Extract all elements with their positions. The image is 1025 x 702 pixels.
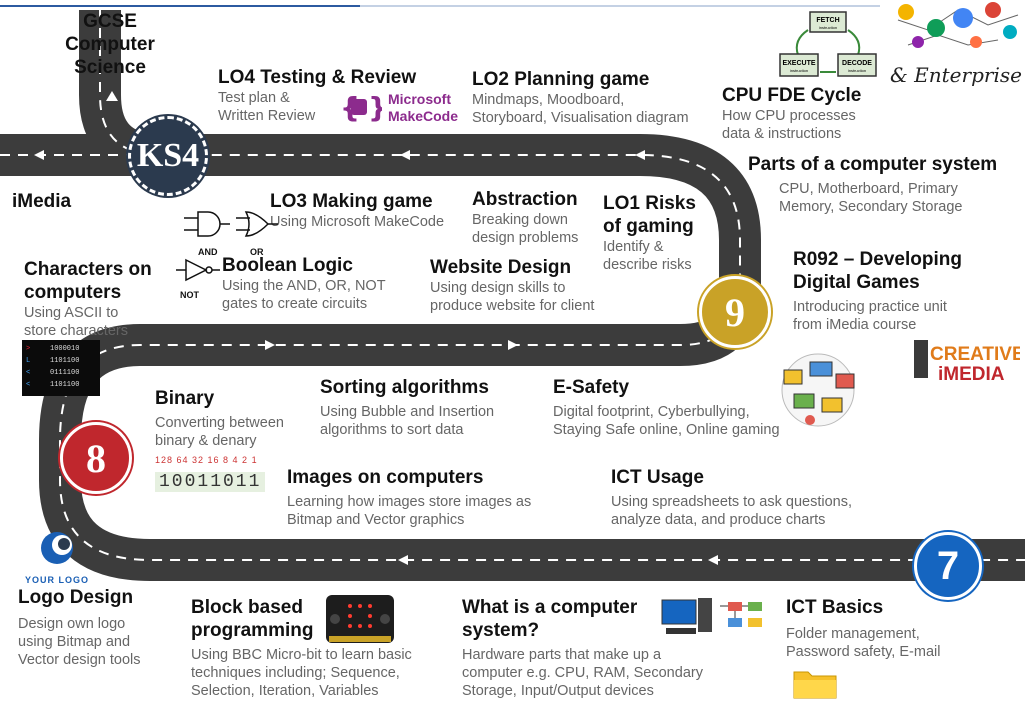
svg-text:FETCH: FETCH	[816, 17, 839, 24]
topic-lo1: LO1 Risks of gaming Identify & describe …	[603, 193, 696, 273]
svg-text:<: <	[26, 369, 30, 377]
svg-text:CREATIVE: CREATIVE	[930, 344, 1020, 365]
makecode-text: Microsoft MakeCode	[388, 91, 459, 124]
svg-text:<: <	[26, 381, 30, 389]
creative-imedia-logo: CREATIVE iMEDIA	[912, 336, 1025, 386]
topic-boolean: Boolean Logic Using the AND, OR, NOT gat…	[222, 255, 386, 312]
topic-characters: Characters on computers Using ASCII to s…	[24, 259, 152, 339]
svg-text:0111100: 0111100	[50, 369, 79, 377]
year8-badge: 8	[60, 422, 132, 494]
topic-abstraction: Abstraction Breaking down design problem…	[472, 189, 579, 246]
topic-logo-design: Logo Design Design own logo using Bitmap…	[18, 587, 141, 668]
topic-lo2: LO2 Planning game Mindmaps, Moodboard, S…	[472, 69, 689, 126]
topic-lo4: LO4 Testing & Review Test plan & Written…	[218, 67, 417, 124]
topic-what-is: What is a computer system? Hardware part…	[462, 597, 703, 699]
svg-text:& Enterprise: & Enterprise	[890, 63, 1022, 87]
folder-icon	[793, 671, 837, 699]
topic-ict-usage: ICT Usage Using spreadsheets to ask ques…	[611, 467, 852, 528]
not-label: NOT	[180, 290, 199, 300]
topic-ict-basics: ICT Basics Folder management, Password s…	[786, 597, 941, 660]
topic-images: Images on computers Learning how images …	[287, 467, 532, 528]
makecode-logo: { }	[340, 90, 388, 129]
your-logo-graphic: YOUR LOGO	[22, 530, 92, 586]
topic-binary: Binary Converting between binary & denar…	[155, 388, 284, 449]
binary-digits: 10011011	[155, 472, 266, 492]
svg-text:L: L	[26, 357, 30, 365]
topic-website: Website Design Using design skills to pr…	[430, 257, 595, 314]
computer-system-graphic	[661, 598, 762, 634]
topic-esafety: E-Safety Digital footprint, Cyberbullyin…	[553, 377, 780, 438]
ks4-badge: KS4	[128, 116, 208, 196]
svg-text:instruction: instruction	[790, 68, 808, 73]
svg-text:instruction: instruction	[819, 25, 837, 30]
online-security-graphic	[781, 353, 855, 427]
svg-text:iMEDIA: iMEDIA	[938, 364, 1005, 385]
or-label: OR	[250, 247, 264, 257]
svg-text:1000010: 1000010	[50, 345, 79, 353]
svg-text:1101100: 1101100	[50, 381, 79, 389]
imedia-label: iMedia	[12, 191, 72, 212]
topic-lo3: LO3 Making game Using Microsoft MakeCode	[270, 191, 445, 230]
microbit-graphic	[326, 595, 394, 643]
gcse-title: GCSE Computer Science	[65, 11, 155, 78]
svg-text:instruction: instruction	[848, 68, 866, 73]
ascii-image: >1000010 L 1101100 <0111100 <1101100	[22, 340, 100, 396]
logic-gates-graphic	[176, 211, 278, 282]
topic-cpu-fde: CPU FDE Cycle How CPU processes data & i…	[722, 85, 862, 142]
topic-parts: Parts of a computer system CPU, Motherbo…	[748, 154, 998, 215]
enterprise-graphic: & Enterprise	[890, 2, 1022, 87]
binary-weights: 128 64 32 16 8 4 2 1	[155, 455, 258, 465]
year7-badge: 7	[914, 532, 982, 600]
and-label: AND	[198, 247, 218, 257]
svg-text:DECODE: DECODE	[842, 60, 872, 67]
svg-text:}: }	[368, 91, 382, 124]
topic-r092: R092 – Developing Digital Games Introduc…	[793, 249, 962, 333]
topic-sorting: Sorting algorithms Using Bubble and Inse…	[320, 377, 495, 438]
fde-cycle-diagram: FETCH instruction EXECUTE instruction DE…	[779, 11, 877, 77]
svg-text:>: >	[26, 345, 30, 353]
svg-text:EXECUTE: EXECUTE	[782, 60, 815, 67]
topic-block: Block based programming Using BBC Micro-…	[191, 597, 412, 699]
year9-badge: 9	[699, 276, 771, 348]
svg-text:1101100: 1101100	[50, 357, 79, 365]
